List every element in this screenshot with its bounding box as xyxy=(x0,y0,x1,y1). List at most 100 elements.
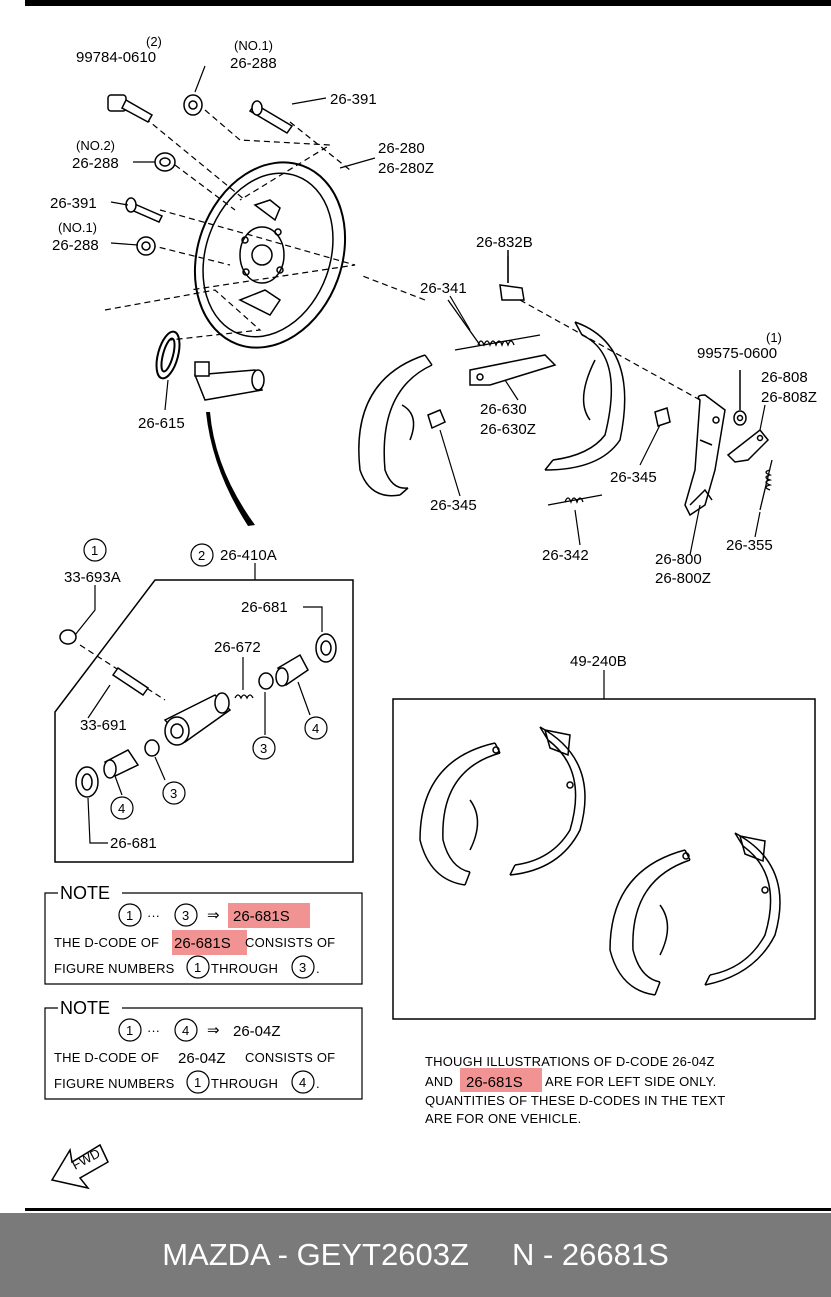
note2-line2-pre: THE D-CODE OF xyxy=(54,1050,159,1065)
zoom-wedge xyxy=(206,412,255,526)
note1-from: 1 xyxy=(126,908,133,923)
footnote-line2-post: ARE FOR LEFT SIDE ONLY. xyxy=(545,1074,716,1089)
note2-line2-post: CONSISTS OF xyxy=(245,1050,335,1065)
note2-to: 4 xyxy=(182,1023,189,1038)
footer-part-number: MAZDA - GEYT2603Z N - 26681S xyxy=(162,1237,669,1272)
label-bolt-26391-a: 26-391 xyxy=(330,91,377,108)
note1-dots: ··· xyxy=(147,908,160,923)
label-nut-no1-a-tag: (NO.1) xyxy=(234,38,273,53)
piston-bottom-icon xyxy=(103,739,160,779)
shoe-kit-shoe-1-icon xyxy=(419,742,501,886)
note1-title: NOTE xyxy=(60,883,110,903)
spring-26355-icon xyxy=(759,459,773,511)
note2-line3-pre: FIGURE NUMBERS xyxy=(54,1076,175,1091)
note1-line2-code: 26-681S xyxy=(174,935,231,952)
backing-plate xyxy=(193,161,347,349)
note1-arrow: ⇒ xyxy=(207,907,220,924)
bleeder-screw-icon xyxy=(111,666,150,697)
note2-frame xyxy=(44,1007,363,1100)
label-spring-26672: 26-672 xyxy=(214,639,261,656)
bolt-26391-a-icon xyxy=(248,100,294,134)
bolt-26391-b-icon xyxy=(125,197,164,223)
dashed-leaders xyxy=(104,109,701,401)
cylinder-detail-frame xyxy=(54,579,354,863)
label-spring-26342: 26-342 xyxy=(542,547,589,564)
footnote-line4: ARE FOR ONE VEHICLE. xyxy=(425,1111,581,1126)
screw-icon xyxy=(499,250,525,301)
wheel-cylinder-body-icon xyxy=(163,692,232,746)
circled-numbers xyxy=(83,538,328,820)
footnote-line2-pre: AND xyxy=(425,1074,453,1089)
cyl-part-leaders xyxy=(87,606,323,844)
bleeder-cap-leader xyxy=(74,585,96,636)
note2-line3-end: . xyxy=(316,1076,320,1091)
label-circle-1: 1 xyxy=(91,543,98,558)
note2-line3-from: 1 xyxy=(194,1075,201,1090)
piston-top-icon xyxy=(258,653,309,690)
gasket-icon xyxy=(155,330,181,380)
parts-diagram: FWD 99784-0610 (2) (NO.1) 26-288 26-391 … xyxy=(25,0,831,1211)
label-bolt-26391-b: 26-391 xyxy=(50,195,97,212)
label-cyl-assy: 26-410A xyxy=(220,547,277,564)
label-nut-no2-tag: (NO.2) xyxy=(76,138,115,153)
note2-line3-to: 4 xyxy=(299,1075,306,1090)
spring-26672-icon xyxy=(234,694,254,700)
label-lever-z: 26-808Z xyxy=(761,389,817,406)
label-circle-3b: 3 xyxy=(170,786,177,801)
label-bolt-99784-qty: (2) xyxy=(146,34,162,49)
brake-shoe-left-icon xyxy=(358,354,433,497)
label-strut-z: 26-630Z xyxy=(480,421,536,438)
note1-code-highlight xyxy=(228,903,310,928)
shoe-kit-shoe-2-icon xyxy=(509,726,586,876)
label-shoe-z: 26-800Z xyxy=(655,570,711,587)
clip-a-icon xyxy=(427,409,446,430)
label-nut-no1-a: 26-288 xyxy=(230,55,277,72)
label-shoe: 26-800 xyxy=(655,551,702,568)
nut-no2-icon xyxy=(154,152,176,172)
part-leaders xyxy=(110,65,766,556)
note2-arrow: ⇒ xyxy=(207,1022,220,1039)
shoe-kit-frame xyxy=(392,698,816,1020)
label-shoe-kit: 49-240B xyxy=(570,653,627,670)
strut-icon xyxy=(469,354,557,386)
note1-line3-to: 3 xyxy=(299,960,306,975)
label-spring-26355: 26-355 xyxy=(726,537,773,554)
note1-line2-post: CONSISTS OF xyxy=(245,935,335,950)
label-nut-no1-b-tag: (NO.1) xyxy=(58,220,97,235)
footnote-line3: QUANTITIES OF THESE D-CODES IN THE TEXT xyxy=(425,1093,725,1108)
note2-code: 26-04Z xyxy=(233,1023,281,1040)
note2-circles xyxy=(118,1018,315,1094)
note1-line3-end: . xyxy=(316,961,320,976)
note1-line2-highlight xyxy=(172,930,247,955)
parking-lever-icon xyxy=(684,394,726,517)
footnote-line1: THOUGH ILLUSTRATIONS OF D-CODE 26-04Z xyxy=(425,1054,715,1069)
footnote-code-highlight xyxy=(460,1068,542,1092)
label-clip-b: 26-345 xyxy=(610,469,657,486)
label-circle-4a: 4 xyxy=(312,721,319,736)
washer-icon xyxy=(733,370,747,426)
note2-line3-mid: THROUGH xyxy=(211,1076,278,1091)
label-washer: 99575-0600 xyxy=(697,345,777,362)
label-strut: 26-630 xyxy=(480,401,527,418)
label-gasket: 26-615 xyxy=(138,415,185,432)
note2-dots: ··· xyxy=(147,1023,160,1038)
label-bleeder-cap: 33-693A xyxy=(64,569,121,586)
label-clip-a: 26-345 xyxy=(430,497,477,514)
lever-808-icon xyxy=(726,428,770,463)
label-backplate-z: 26-280Z xyxy=(378,160,434,177)
boot-top-icon xyxy=(315,633,337,663)
wheel-cylinder-small-icon xyxy=(193,361,265,401)
top-border xyxy=(25,0,831,6)
note1-frame xyxy=(44,892,363,985)
brake-shoe-right-icon xyxy=(544,321,626,471)
bleeder-cap-icon xyxy=(59,629,77,645)
note1-line2-pre: THE D-CODE OF xyxy=(54,935,159,950)
label-boot-top: 26-681 xyxy=(241,599,288,616)
note1-line3-pre: FIGURE NUMBERS xyxy=(54,961,175,976)
label-boot-bottom: 26-681 xyxy=(110,835,157,852)
label-nut-no2: 26-288 xyxy=(72,155,119,172)
label-backplate: 26-280 xyxy=(378,140,425,157)
label-washer-qty: (1) xyxy=(766,330,782,345)
bolt-99784-icon xyxy=(107,94,154,124)
note1-code: 26-681S xyxy=(233,908,290,925)
